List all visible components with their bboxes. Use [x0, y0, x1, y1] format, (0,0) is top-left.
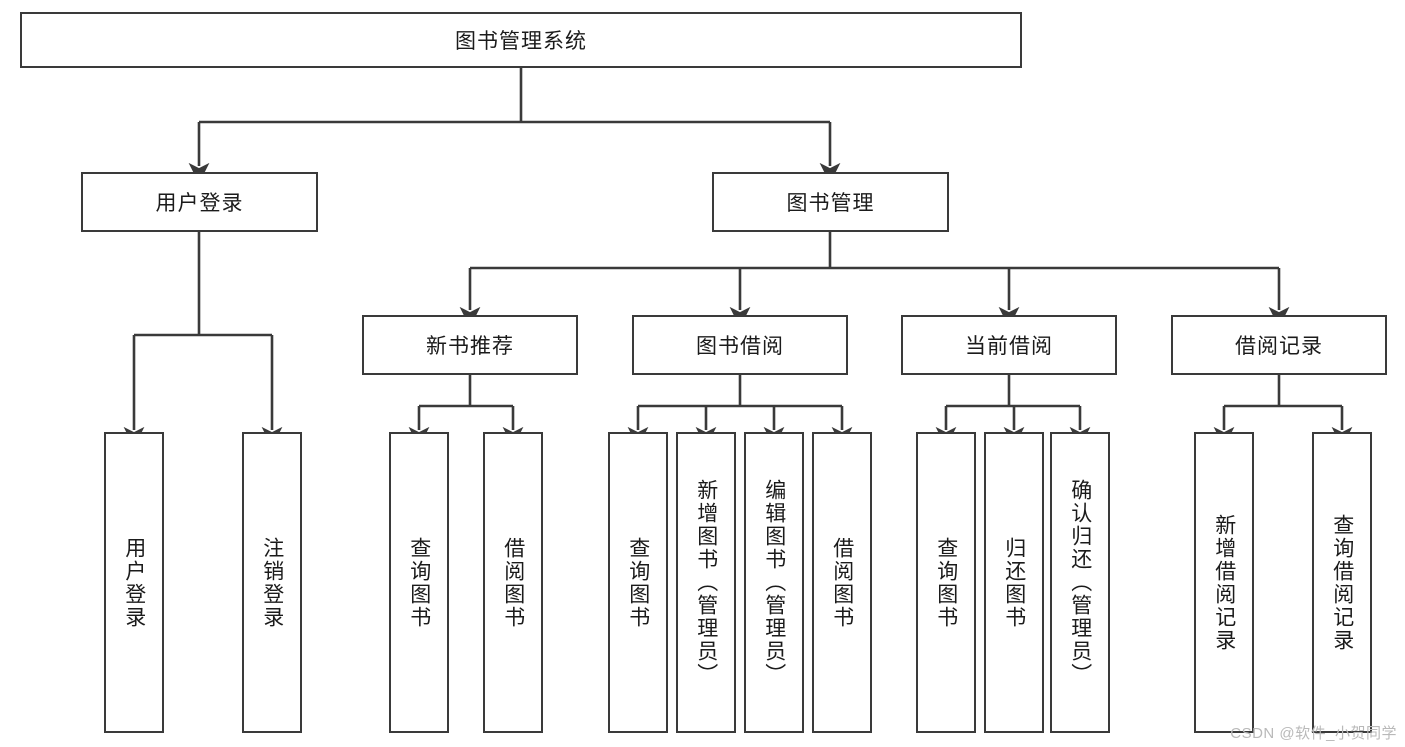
node-current-borrow[interactable]: 当前借阅	[901, 315, 1117, 375]
node-root[interactable]: 图书管理系统	[20, 12, 1022, 68]
leaf-edit-book-admin[interactable]: 编辑图书（管理员）	[744, 432, 804, 733]
leaf-confirm-return-admin[interactable]: 确认归还（管理员）	[1050, 432, 1110, 733]
leaf-add-borrow-record[interactable]: 新增借阅记录	[1194, 432, 1254, 733]
leaf-query-book-borrow[interactable]: 查询图书	[608, 432, 668, 733]
leaf-return-book[interactable]: 归还图书	[984, 432, 1044, 733]
leaf-borrow-book-recommend[interactable]: 借阅图书	[483, 432, 543, 733]
leaf-add-book-admin[interactable]: 新增图书（管理员）	[676, 432, 736, 733]
leaf-user-login[interactable]: 用户登录	[104, 432, 164, 733]
node-book-borrow[interactable]: 图书借阅	[632, 315, 848, 375]
node-user-login[interactable]: 用户登录	[81, 172, 318, 232]
leaf-query-borrow-record[interactable]: 查询借阅记录	[1312, 432, 1372, 733]
leaf-borrow-book[interactable]: 借阅图书	[812, 432, 872, 733]
leaf-logout[interactable]: 注销登录	[242, 432, 302, 733]
node-book-management[interactable]: 图书管理	[712, 172, 949, 232]
node-new-book-recommend[interactable]: 新书推荐	[362, 315, 578, 375]
node-borrow-record[interactable]: 借阅记录	[1171, 315, 1387, 375]
leaf-query-book-recommend[interactable]: 查询图书	[389, 432, 449, 733]
leaf-query-book-current[interactable]: 查询图书	[916, 432, 976, 733]
